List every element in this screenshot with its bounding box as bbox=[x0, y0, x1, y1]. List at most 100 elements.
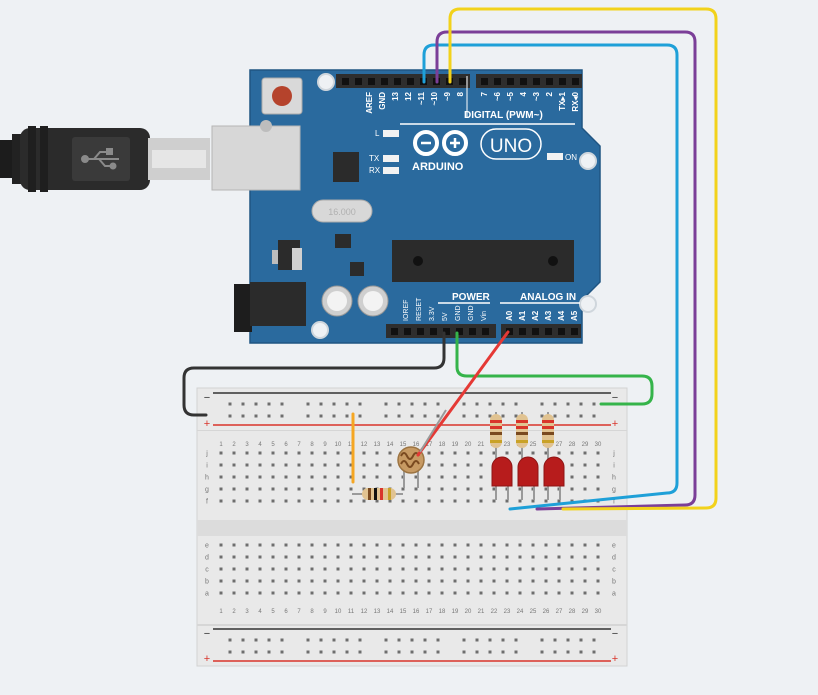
rail-hole[interactable] bbox=[345, 638, 349, 642]
breadboard-hole[interactable] bbox=[518, 567, 522, 571]
breadboard-hole[interactable] bbox=[518, 579, 522, 583]
breadboard-hole[interactable] bbox=[583, 451, 587, 455]
breadboard-hole[interactable] bbox=[362, 463, 366, 467]
breadboard-hole[interactable] bbox=[323, 451, 327, 455]
breadboard-hole[interactable] bbox=[401, 579, 405, 583]
breadboard-hole[interactable] bbox=[362, 567, 366, 571]
rail-hole[interactable] bbox=[410, 650, 414, 654]
breadboard-hole[interactable] bbox=[271, 543, 275, 547]
breadboard-hole[interactable] bbox=[531, 567, 535, 571]
rail-hole[interactable] bbox=[501, 414, 505, 418]
breadboard-hole[interactable] bbox=[245, 543, 249, 547]
header-pin[interactable] bbox=[404, 328, 411, 335]
rail-hole[interactable] bbox=[306, 650, 310, 654]
header-pin[interactable] bbox=[381, 78, 388, 85]
breadboard-hole[interactable] bbox=[375, 543, 379, 547]
header-pin[interactable] bbox=[394, 78, 401, 85]
breadboard-hole[interactable] bbox=[349, 463, 353, 467]
breadboard-hole[interactable] bbox=[284, 579, 288, 583]
breadboard-hole[interactable] bbox=[570, 579, 574, 583]
breadboard-hole[interactable] bbox=[492, 579, 496, 583]
breadboard-hole[interactable] bbox=[232, 463, 236, 467]
rail-hole[interactable] bbox=[397, 414, 401, 418]
breadboard-hole[interactable] bbox=[375, 567, 379, 571]
breadboard-hole[interactable] bbox=[258, 499, 262, 503]
rail-hole[interactable] bbox=[566, 402, 570, 406]
breadboard-hole[interactable] bbox=[323, 487, 327, 491]
breadboard-hole[interactable] bbox=[453, 555, 457, 559]
breadboard-hole[interactable] bbox=[310, 499, 314, 503]
breadboard-hole[interactable] bbox=[219, 451, 223, 455]
breadboard-hole[interactable] bbox=[336, 463, 340, 467]
rail-hole[interactable] bbox=[241, 414, 245, 418]
rail-hole[interactable] bbox=[280, 402, 284, 406]
wire-yellow-pin9[interactable] bbox=[448, 7, 718, 511]
breadboard-hole[interactable] bbox=[323, 579, 327, 583]
breadboard-hole[interactable] bbox=[401, 499, 405, 503]
breadboard-hole[interactable] bbox=[349, 487, 353, 491]
breadboard-hole[interactable] bbox=[453, 543, 457, 547]
header-pin[interactable] bbox=[482, 328, 489, 335]
breadboard-hole[interactable] bbox=[362, 451, 366, 455]
header-pin[interactable] bbox=[506, 328, 513, 335]
breadboard-hole[interactable] bbox=[245, 555, 249, 559]
breadboard-hole[interactable] bbox=[310, 543, 314, 547]
breadboard-hole[interactable] bbox=[518, 591, 522, 595]
breadboard-hole[interactable] bbox=[596, 543, 600, 547]
breadboard-hole[interactable] bbox=[570, 567, 574, 571]
rail-hole[interactable] bbox=[280, 414, 284, 418]
breadboard-hole[interactable] bbox=[427, 475, 431, 479]
header-pin[interactable] bbox=[558, 328, 565, 335]
breadboard-hole[interactable] bbox=[232, 591, 236, 595]
rail-hole[interactable] bbox=[410, 638, 414, 642]
rail-hole[interactable] bbox=[384, 414, 388, 418]
rail-hole[interactable] bbox=[332, 414, 336, 418]
rail-hole[interactable] bbox=[384, 638, 388, 642]
breadboard-hole[interactable] bbox=[453, 567, 457, 571]
breadboard-hole[interactable] bbox=[258, 463, 262, 467]
breadboard-hole[interactable] bbox=[531, 499, 535, 503]
breadboard-hole[interactable] bbox=[297, 475, 301, 479]
rail-hole[interactable] bbox=[579, 414, 583, 418]
breadboard-hole[interactable] bbox=[349, 451, 353, 455]
breadboard-hole[interactable] bbox=[349, 591, 353, 595]
breadboard-hole[interactable] bbox=[297, 579, 301, 583]
breadboard-hole[interactable] bbox=[401, 555, 405, 559]
rail-hole[interactable] bbox=[514, 638, 518, 642]
rail-hole[interactable] bbox=[384, 650, 388, 654]
breadboard-hole[interactable] bbox=[284, 463, 288, 467]
breadboard-hole[interactable] bbox=[414, 567, 418, 571]
breadboard-hole[interactable] bbox=[388, 451, 392, 455]
breadboard-hole[interactable] bbox=[284, 451, 288, 455]
breadboard-hole[interactable] bbox=[505, 499, 509, 503]
wire-black-gnd[interactable] bbox=[182, 331, 446, 417]
breadboard-hole[interactable] bbox=[362, 475, 366, 479]
breadboard-hole[interactable] bbox=[427, 567, 431, 571]
rail-hole[interactable] bbox=[319, 402, 323, 406]
breadboard-hole[interactable] bbox=[219, 487, 223, 491]
breadboard-hole[interactable] bbox=[336, 555, 340, 559]
rail-hole[interactable] bbox=[306, 402, 310, 406]
breadboard-hole[interactable] bbox=[323, 543, 327, 547]
breadboard-hole[interactable] bbox=[219, 463, 223, 467]
breadboard-hole[interactable] bbox=[297, 567, 301, 571]
header-pin[interactable] bbox=[443, 328, 450, 335]
breadboard-hole[interactable] bbox=[505, 567, 509, 571]
breadboard-hole[interactable] bbox=[596, 555, 600, 559]
rail-hole[interactable] bbox=[267, 650, 271, 654]
rail-hole[interactable] bbox=[501, 650, 505, 654]
breadboard-hole[interactable] bbox=[388, 579, 392, 583]
breadboard-hole[interactable] bbox=[531, 591, 535, 595]
breadboard-hole[interactable] bbox=[232, 487, 236, 491]
breadboard-hole[interactable] bbox=[414, 543, 418, 547]
rail-hole[interactable] bbox=[319, 650, 323, 654]
breadboard-hole[interactable] bbox=[219, 543, 223, 547]
breadboard-hole[interactable] bbox=[362, 487, 366, 491]
breadboard-hole[interactable] bbox=[323, 591, 327, 595]
breadboard-hole[interactable] bbox=[284, 567, 288, 571]
breadboard-hole[interactable] bbox=[284, 487, 288, 491]
header-pin[interactable] bbox=[355, 78, 362, 85]
breadboard-hole[interactable] bbox=[492, 451, 496, 455]
breadboard-hole[interactable] bbox=[375, 579, 379, 583]
